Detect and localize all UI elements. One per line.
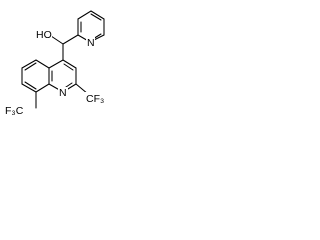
pyridine-nitrogen-mask: [86, 37, 95, 48]
quinoline-right-bond-1: [62, 59, 77, 69]
quinoline-left-double-1: [24, 62, 37, 71]
right-trifluoromethyl-label: CF₃: [86, 93, 104, 105]
left-trifluoromethyl-mask: [4, 104, 34, 117]
quinoline-left-double-2: [24, 81, 37, 90]
quinoline-left-bond-4: [21, 83, 37, 93]
chemical-structure-diagram: HO N N F₃C CF₃: [4, 10, 113, 117]
quinoline-left-bond-2: [21, 59, 37, 69]
quinoline-left-bond-5: [35, 83, 50, 93]
hydroxyl-label: HO: [36, 29, 52, 41]
quinoline-left-bond-1: [35, 59, 50, 69]
right-trifluoromethyl-mask: [85, 92, 113, 105]
pyridine-inner-double-3: [90, 13, 102, 21]
quinoline-nitrogen-mask: [58, 87, 68, 98]
quinoline-nitrogen-label: N: [59, 87, 67, 99]
quinoline-right-bond-6: [48, 59, 64, 69]
hydroxyl-label-mask: [35, 29, 52, 41]
pyridine-nitrogen-label: N: [87, 37, 95, 49]
bond-carbon-to-pyridine: [62, 34, 79, 45]
quinoline-right-double-1: [63, 63, 74, 71]
pyridine-bond-4: [90, 10, 105, 20]
atom-labels: HO N N F₃C CF₃: [4, 29, 113, 117]
bond-hydroxyl-carbon: [50, 35, 64, 45]
pyridine-bond-5: [77, 10, 92, 20]
left-trifluoromethyl-label: F₃C: [5, 105, 24, 117]
